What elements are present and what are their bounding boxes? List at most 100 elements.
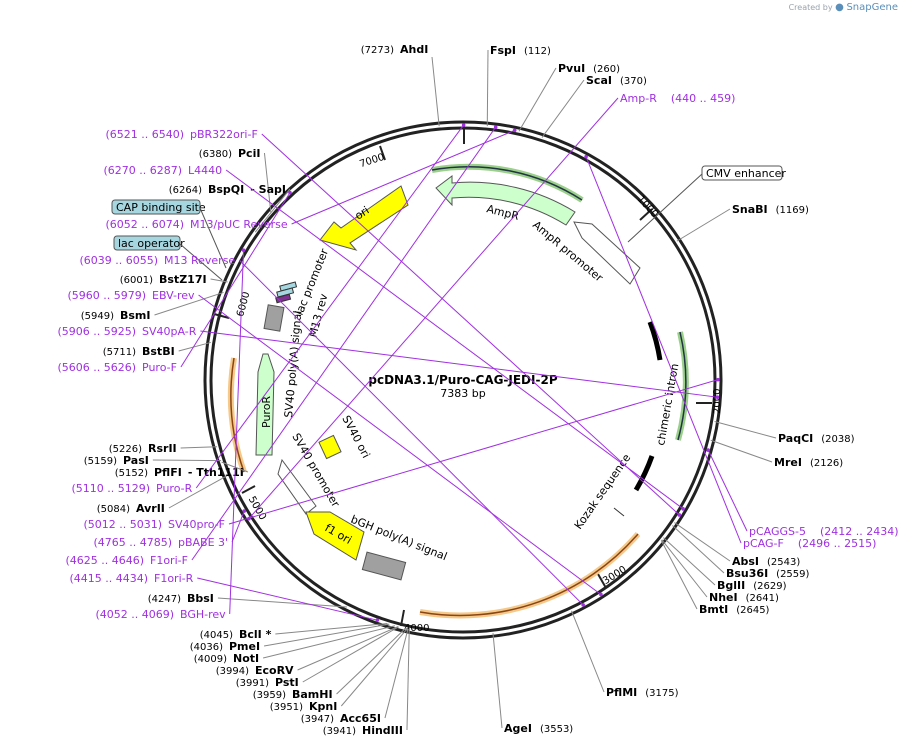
site-position: (6380)	[199, 149, 232, 160]
plasmid-length: 7383 bp	[440, 387, 485, 400]
site-label: ScaI(370)	[541, 74, 647, 138]
site-position: (4247)	[148, 594, 181, 605]
site-name: BglII	[717, 579, 745, 592]
primer-position: (5012 .. 5031)	[83, 518, 162, 531]
primer-position: (4052 .. 4069)	[95, 608, 174, 621]
site-name: AvrII	[136, 502, 165, 515]
primer-name: F1ori-F	[150, 554, 188, 567]
site-label: PasI (5159)	[84, 454, 222, 467]
site-leader-line	[674, 522, 731, 562]
site-name: Acc65I	[340, 712, 381, 725]
site-position: (112)	[524, 46, 551, 57]
primer-label: Amp-R(440 .. 459)	[247, 92, 735, 521]
snapgene-brand: SnapGene	[846, 2, 898, 13]
feature-orange-arcs	[227, 357, 641, 619]
primer-position: (6052 .. 6074)	[105, 218, 184, 231]
primer-position: (4625 .. 4646)	[65, 554, 144, 567]
svg-text:lac operator: lac operator	[118, 237, 185, 250]
site-label: AbsI(2543)	[674, 522, 800, 568]
primer-label: Puro-R(5110 .. 5129)	[71, 123, 466, 495]
site-name: BbsI	[187, 592, 214, 605]
site-leader-line	[154, 291, 224, 316]
feature-label-sv40-polya: SV40 poly(A) signal	[282, 310, 304, 418]
site-label: BstZ17I(6001)	[120, 273, 228, 286]
primer-position: (5606 .. 5626)	[57, 361, 136, 374]
site-label: PmeI(4036)	[190, 623, 390, 653]
primer-site-marker	[512, 128, 517, 133]
site-leader-line	[210, 278, 228, 283]
site-leader-line	[486, 49, 489, 127]
site-position: (370)	[620, 76, 647, 87]
site-label: BstBI(5711)	[103, 341, 211, 358]
site-position: (5159)	[84, 456, 117, 467]
site-name: PasI	[123, 454, 149, 467]
primer-position: (2496 .. 2515)	[798, 537, 877, 550]
site-leader-line	[263, 623, 390, 647]
site-label: PciI(6380)	[199, 147, 272, 213]
primer-position: (2412 .. 2434)	[820, 525, 899, 538]
primer-position: (5960 .. 5979)	[67, 289, 146, 302]
site-label: FspI (112)	[486, 44, 551, 127]
site-position: (3991)	[236, 678, 269, 689]
site-name: KpnI	[309, 700, 337, 713]
site-position: (3947)	[301, 714, 334, 725]
primer-site-marker	[247, 516, 251, 521]
site-position: (5711)	[103, 347, 136, 358]
primer-name: Puro-F	[142, 361, 177, 374]
site-label: PstI(3991)	[236, 626, 399, 689]
svg-text:CMV enhancer: CMV enhancer	[706, 167, 786, 180]
site-name: BstZ17I	[159, 273, 207, 286]
site-leader-line	[340, 628, 408, 707]
primer-site-marker	[681, 507, 685, 511]
site-position: (3175)	[645, 688, 678, 699]
snapgene-credit: Created by ● SnapGene	[789, 2, 898, 13]
feature-kozak	[613, 455, 655, 517]
site-position: (5949)	[81, 311, 114, 322]
site-label: BbsI (4247)	[148, 592, 347, 608]
site-leader-line	[152, 459, 222, 462]
site-label: PvuI(260)	[518, 62, 620, 132]
primer-name: pBR322ori-F	[190, 128, 258, 141]
primer-leader-line	[229, 250, 245, 615]
site-position: (2629)	[753, 581, 786, 592]
site-label: BsmI(5949)	[81, 291, 224, 322]
primer-position: (5906 .. 5925)	[57, 325, 136, 338]
primer-leader-line	[707, 449, 748, 532]
primer-label: M13/pUC Reverse (6052 .. 6074)	[105, 128, 517, 231]
site-leader-line	[710, 439, 773, 463]
primer-label: pCAGGS-5(2412 .. 2434)	[706, 448, 899, 538]
site-position: (3553)	[540, 724, 573, 735]
primer-site-marker	[461, 123, 466, 127]
tick-label-4000: 4000	[404, 623, 429, 634]
site-name: HindIII	[362, 724, 403, 737]
site-position: (2645)	[736, 605, 769, 616]
site-leader-line	[660, 540, 698, 610]
site-leader-line	[221, 461, 249, 473]
site-label: NheI(2641)	[661, 539, 779, 604]
site-label: Bsu36I(2559)	[672, 525, 810, 580]
site-label: BamHI(3959)	[253, 628, 406, 701]
svg-text:CAP binding site: CAP binding site	[116, 201, 206, 214]
feature-label-ampr: AmpR	[485, 202, 520, 223]
tick-label-7000: 7000	[358, 152, 386, 170]
tick-label-2000: 2000	[712, 389, 723, 414]
site-name: BspQI	[208, 183, 244, 196]
site-label: PflFI(5152)- Tth111I	[115, 461, 249, 479]
site-leader-line	[336, 628, 406, 695]
site-position: (260)	[593, 64, 620, 75]
site-leader-line	[541, 79, 585, 138]
site-name: FspI	[490, 44, 516, 57]
site-leader-line	[571, 610, 605, 693]
site-name: SnaBI	[732, 203, 768, 216]
primer-name: M13/pUC Reverse	[190, 218, 288, 231]
site-position: (2126)	[810, 458, 843, 469]
primer-site-marker	[242, 509, 247, 513]
site-position: (3994)	[216, 666, 249, 677]
site-name: RsrII	[148, 442, 177, 455]
primer-name: L4440	[188, 164, 222, 177]
site-position: (3941)	[323, 726, 356, 737]
site-label: NotI(4009)	[194, 625, 396, 665]
primer-position: (6521 .. 6540)	[105, 128, 184, 141]
primer-position: (5110 .. 5129)	[71, 482, 150, 495]
feature-label-puror: PuroR	[260, 396, 273, 428]
